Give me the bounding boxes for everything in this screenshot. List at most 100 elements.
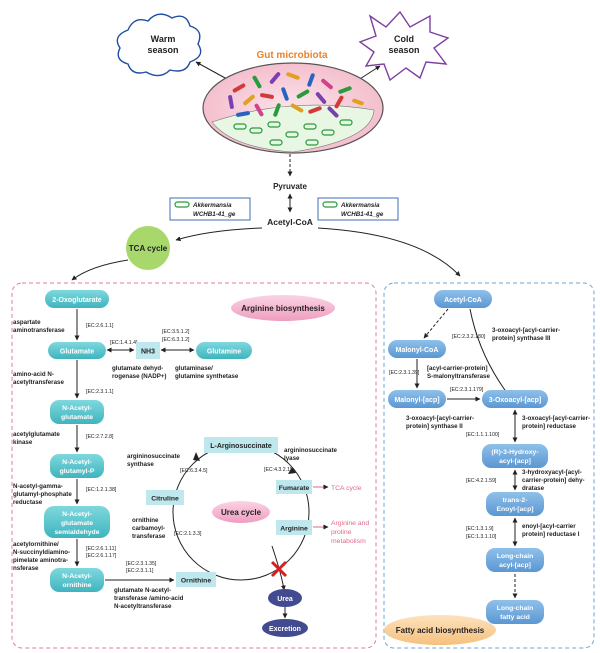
arg-proline-2: proline: [331, 529, 352, 536]
ornithine-carb-1: ornithine: [132, 517, 159, 524]
urea-label: Urea: [277, 596, 293, 603]
node-nh3-label: NH3: [141, 349, 155, 356]
node-n-acetyl-ornithine: [50, 568, 104, 592]
tca-cycle-node: TCA cycle: [126, 226, 170, 270]
warm-label-2: season: [147, 45, 178, 55]
phosphate-reductase-3: reductase: [13, 499, 43, 506]
glut-n-acetyltransf-2: transferase /amino-acid: [114, 595, 184, 602]
node-glutamine-label: Glutamine: [207, 349, 241, 356]
synthase2-2: protein] synthase II: [406, 423, 463, 430]
fa-acetyl-coa-label: Acetyl-CoA: [444, 297, 482, 304]
arg-proline-1: Arginine and: [331, 520, 369, 527]
node-long-chain-fatty-acid: [486, 600, 544, 624]
synthase2-1: 3-oxoacyl-[acyl-carrier-: [406, 415, 474, 422]
semialdehyde-label-2: glutamate: [61, 520, 93, 527]
node-glutamine: [196, 342, 252, 359]
node-ornithine: [176, 572, 216, 587]
warm-season-cloud: Warm season: [116, 13, 202, 77]
acetyl-coa-label: Acetyl-CoA: [267, 217, 313, 227]
malonyl-coa-label: Malonyl-CoA: [396, 347, 439, 354]
arrow-to-fatty-acid: [317, 227, 461, 277]
gut-microbiota-title: Gut microbiota: [256, 50, 328, 61]
fatty-title: Fatty acid biosynthesis: [396, 626, 485, 635]
glut-dehydrogenase-1: glutamate dehyd-: [112, 365, 163, 372]
cycle-arrowhead: [193, 452, 200, 461]
ec-2133: [EC:2.1.3.3]: [174, 531, 202, 537]
ec-111100: [EC:1.1.1.100]: [466, 432, 500, 438]
node-enoyl-acp: [486, 492, 544, 516]
ec-26111: [EC:2.6.1.11]: [86, 546, 116, 552]
node-2-oxoglutarate: [45, 290, 109, 308]
ornithine-label: Ornithine: [181, 578, 211, 585]
tca-label: TCA cycle: [129, 244, 168, 253]
ornithine-carb-3: transferase: [132, 533, 166, 540]
hydroxyacyl-label-2: acyl-[acp]: [499, 458, 531, 465]
ec-2728: [EC:2.7.2.8]: [86, 434, 114, 440]
nagp-label-1: N-Acetyl-: [62, 459, 92, 466]
node-nh3: [136, 342, 160, 359]
taxon-right-2: WCHB1-41_ge: [341, 211, 384, 218]
urea-cycle-label: Urea cycle: [221, 508, 262, 517]
reductase-2: protein] reductase: [522, 423, 577, 430]
ec-1319: [EC:1.3.1.9]: [466, 526, 494, 532]
nao-label-1: N-Acetyl-: [62, 573, 92, 580]
enoyl-reductase-2: protein] reductase I: [522, 531, 580, 538]
fumarate-label: Fumarate: [279, 485, 310, 492]
synthase3-2: protein] synthase III: [492, 335, 551, 342]
ec-13110: [EC:1.3.1.10]: [466, 534, 497, 540]
nao-label-2: ornithine: [62, 582, 91, 589]
node-glutamate-label: Glutamate: [60, 349, 94, 356]
acetylglut-kinase-1: acetylglutamate: [13, 431, 60, 438]
tca-link-label: TCA cycle: [331, 485, 362, 492]
aminotransf2-2: N-succinyldiamino-: [13, 549, 70, 556]
malonyltransf-2: S-malonyltransferase: [427, 373, 490, 380]
amino-acid-n-2: acetyltransferase: [13, 379, 64, 386]
semialdehyde-label-3: semialdehyde: [55, 529, 100, 536]
taxon-right-1: Akkermansia: [340, 202, 380, 209]
aminotransf2-3: pimelate aminotra-: [13, 557, 68, 564]
ec-421559: [EC:4.2.1.59]: [466, 478, 497, 484]
dehydratase-2: carrier-protein] dehy-: [522, 477, 585, 484]
oxoacyl-acp-label: 3-Oxoacyl-[acp]: [489, 397, 542, 404]
hydroxyacyl-label-1: (R)-3-Hydroxy-: [491, 449, 538, 456]
synthase3-1: 3-oxoacyl-[acyl-carrier-: [492, 327, 560, 334]
node-2-oxoglutarate-label: 2-Oxoglutarate: [52, 297, 102, 304]
arg-synthase-1: argininosuccinate: [127, 453, 181, 460]
aspartate-aminotransferase-1: aspartate: [13, 319, 41, 326]
glutaminase-2: glutamine synthetase: [175, 373, 239, 380]
node-fa-acetyl-coa: [434, 290, 492, 308]
ec-2611: [EC:2.6.1.1]: [86, 323, 114, 329]
urea-cycle-badge: [212, 501, 270, 523]
ec-23135: [EC:2.3.1.35]: [126, 561, 157, 567]
bacterium-icon: [322, 201, 338, 208]
taxon-left-2: WCHB1-41_ge: [193, 211, 236, 218]
fatty-title-badge: [384, 615, 496, 645]
arrow-acetyl-malonyl: [423, 308, 449, 339]
malonyl-acp-label: Malonyl-[acp]: [394, 397, 439, 404]
node-hydroxyacyl-acp: [482, 444, 548, 468]
long-acyl-label-1: Long-chain: [497, 553, 534, 560]
malonyltransf-1: [acyl-carrier-protein]: [427, 365, 488, 372]
microbiota-cell: [202, 62, 384, 154]
node-n-acetyl-glutamyl-p: [50, 454, 104, 478]
long-fatty-label-2: fatty acid: [500, 614, 530, 621]
node-semialdehyde: [44, 506, 110, 538]
ec-23139: [EC:2.3.1.39]: [389, 370, 420, 376]
amino-acid-n-1: amino-acid N-: [13, 371, 54, 378]
citrulline-label: Citruline: [151, 496, 179, 503]
glutaminase-1: glutaminase/: [175, 365, 213, 372]
ec-6345: [EC:6.3.4.5]: [180, 468, 208, 474]
node-fumarate: [276, 480, 312, 494]
node-malonyl-acp: [388, 390, 446, 408]
aspartate-aminotransferase-2: aminotransferase: [13, 327, 65, 334]
ornithine-carb-2: carbamoyl-: [132, 525, 165, 532]
nagp-label-2: glutamyl-P: [60, 468, 95, 475]
phosphate-reductase-1: N-acetyl-gamma-: [13, 483, 63, 490]
enoyl-label-2: Enoyl-[acp]: [496, 506, 533, 513]
long-fatty-label-1: Long-chain: [497, 605, 534, 612]
ec-4321: [EC:4.3.2.1]: [264, 467, 292, 473]
arginine-title: Arginine biosynthesis: [241, 304, 325, 313]
pyruvate-label: Pyruvate: [273, 182, 307, 191]
fatty-acid-panel: [383, 282, 595, 649]
